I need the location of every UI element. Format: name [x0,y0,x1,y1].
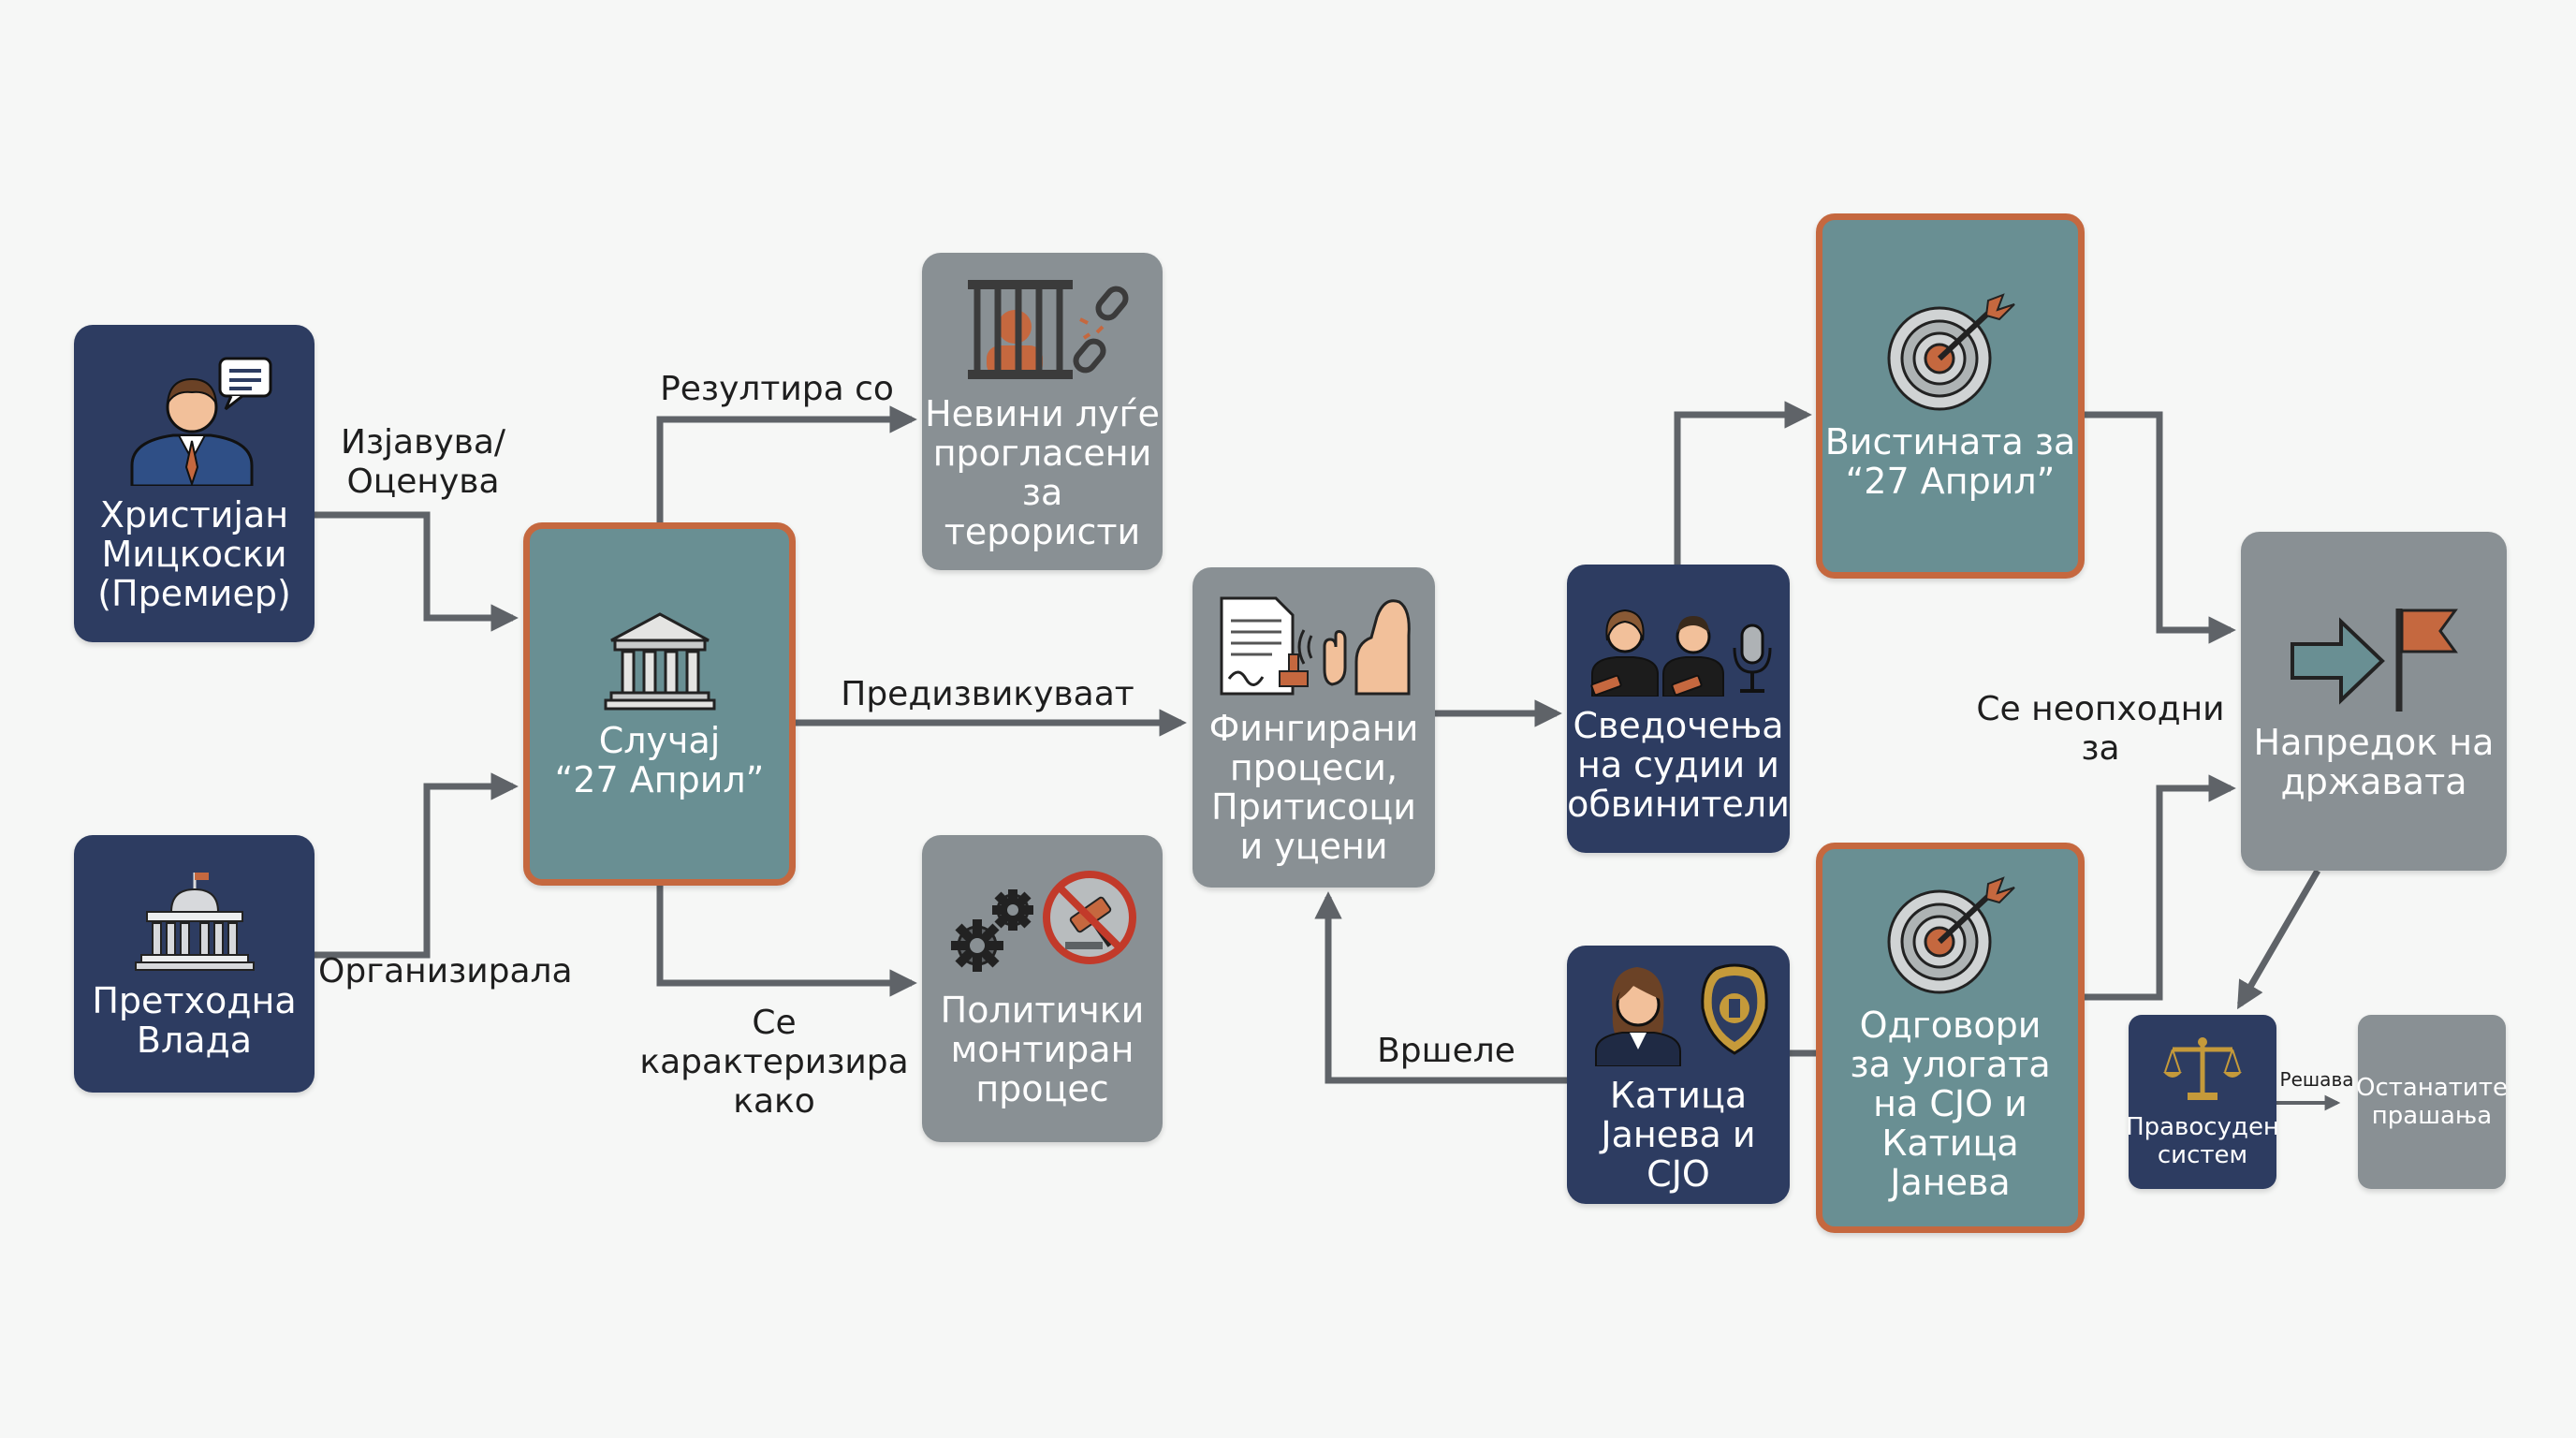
node-state-progress: Напредок на државата [2241,532,2507,871]
node-janeva-sjo: Катица Јанева и СЈО [1567,946,1790,1204]
target-icon [1887,875,2015,993]
gears-no-gavel-icon [950,871,1136,972]
node-answers-label: Одговори за улогата на СЈО и Катица Јане… [1850,1004,2051,1203]
node-testimonies: Сведочења на судии и обвинители [1567,565,1790,853]
node-truth-label: Вистината за “27 Април” [1824,421,2076,502]
node-remaining-label: Останатите прашања [2356,1074,2508,1130]
courthouse-icon [604,612,715,711]
node-fake-label: Фингирани процеси, Притисоци и уцени [1208,708,1419,867]
edge-label-characterized: Се карактеризира како [639,1004,909,1121]
scales-icon [2163,1037,2242,1100]
edge-mickoski-to-case [315,511,519,632]
node-mickoski: Христијан Мицкоски (Премиер) [74,325,315,642]
edge-label-provokes: Предизвикуваат [841,675,1134,713]
node-truth-27-april: Вистината за “27 Април” [1816,213,2085,579]
edge-label-states: Изјавува/ Оценува [340,423,506,501]
document-whisper-icon [1220,596,1411,696]
node-judicial-label: Правосуден систем [2126,1113,2279,1169]
node-innocent-label: Невини луѓе прогласени за терористи [925,392,1160,552]
edge-answers-to-progress [2083,774,2236,1001]
node-innocent-declared-terrorists: Невини луѓе прогласени за терористи [922,253,1163,570]
node-judicial-system: Правосуден систем [2126,1015,2279,1189]
node-fake-trials: Фингирани процеси, Притисоци и уцени [1193,567,1435,888]
edge-testimony-to-truth [1674,401,1812,565]
edge-label-solves: Решава [2279,1068,2354,1091]
node-case-27-april: Случај “27 Април” [523,522,796,886]
edge-prevgov-to-case [315,772,519,959]
edge-label-results-in: Резултира со [660,370,894,408]
woman-badge-icon [1595,963,1768,1066]
target-icon [1887,293,2015,411]
edge-label-necessary-for: Се неопходни за [1976,690,2225,768]
edge-case-to-political [656,886,917,997]
judges-microphone-icon [1590,609,1772,697]
edge-progress-to-judicial [2236,869,2321,1010]
node-janeva-label: Катица Јанева и СЈО [1601,1075,1756,1195]
edge-janeva-to-fake [1314,891,1567,1084]
node-testimony-label: Сведочења на судии и обвинители [1567,705,1790,825]
node-remaining-questions: Останатите прашања [2356,1015,2508,1189]
arrow-flag-icon [2291,609,2458,712]
edge-truth-to-progress [2083,411,2236,644]
node-previous-government: Претходна Влада [74,835,315,1093]
node-political-trial: Политички монтиран процес [922,835,1163,1142]
node-mickoski-label: Христијан Мицкоски (Премиер) [97,493,291,614]
parliament-building-icon [134,872,255,971]
node-case-label: Случај “27 Април” [554,720,765,800]
node-political-label: Политички монтиран процес [940,990,1145,1109]
speaking-man-icon [130,357,271,486]
node-previous-government-label: Претходна Влада [92,979,297,1061]
edge-label-organized: Организирала [318,952,573,990]
jail-chain-icon [967,279,1128,379]
edge-label-performed: Вршеле [1377,1032,1515,1070]
node-answers-sjo-janeva: Одговори за улогата на СЈО и Катица Јане… [1816,843,2085,1233]
node-progress-label: Напредок на државата [2253,722,2495,802]
edge-case-to-innocent [656,405,917,522]
